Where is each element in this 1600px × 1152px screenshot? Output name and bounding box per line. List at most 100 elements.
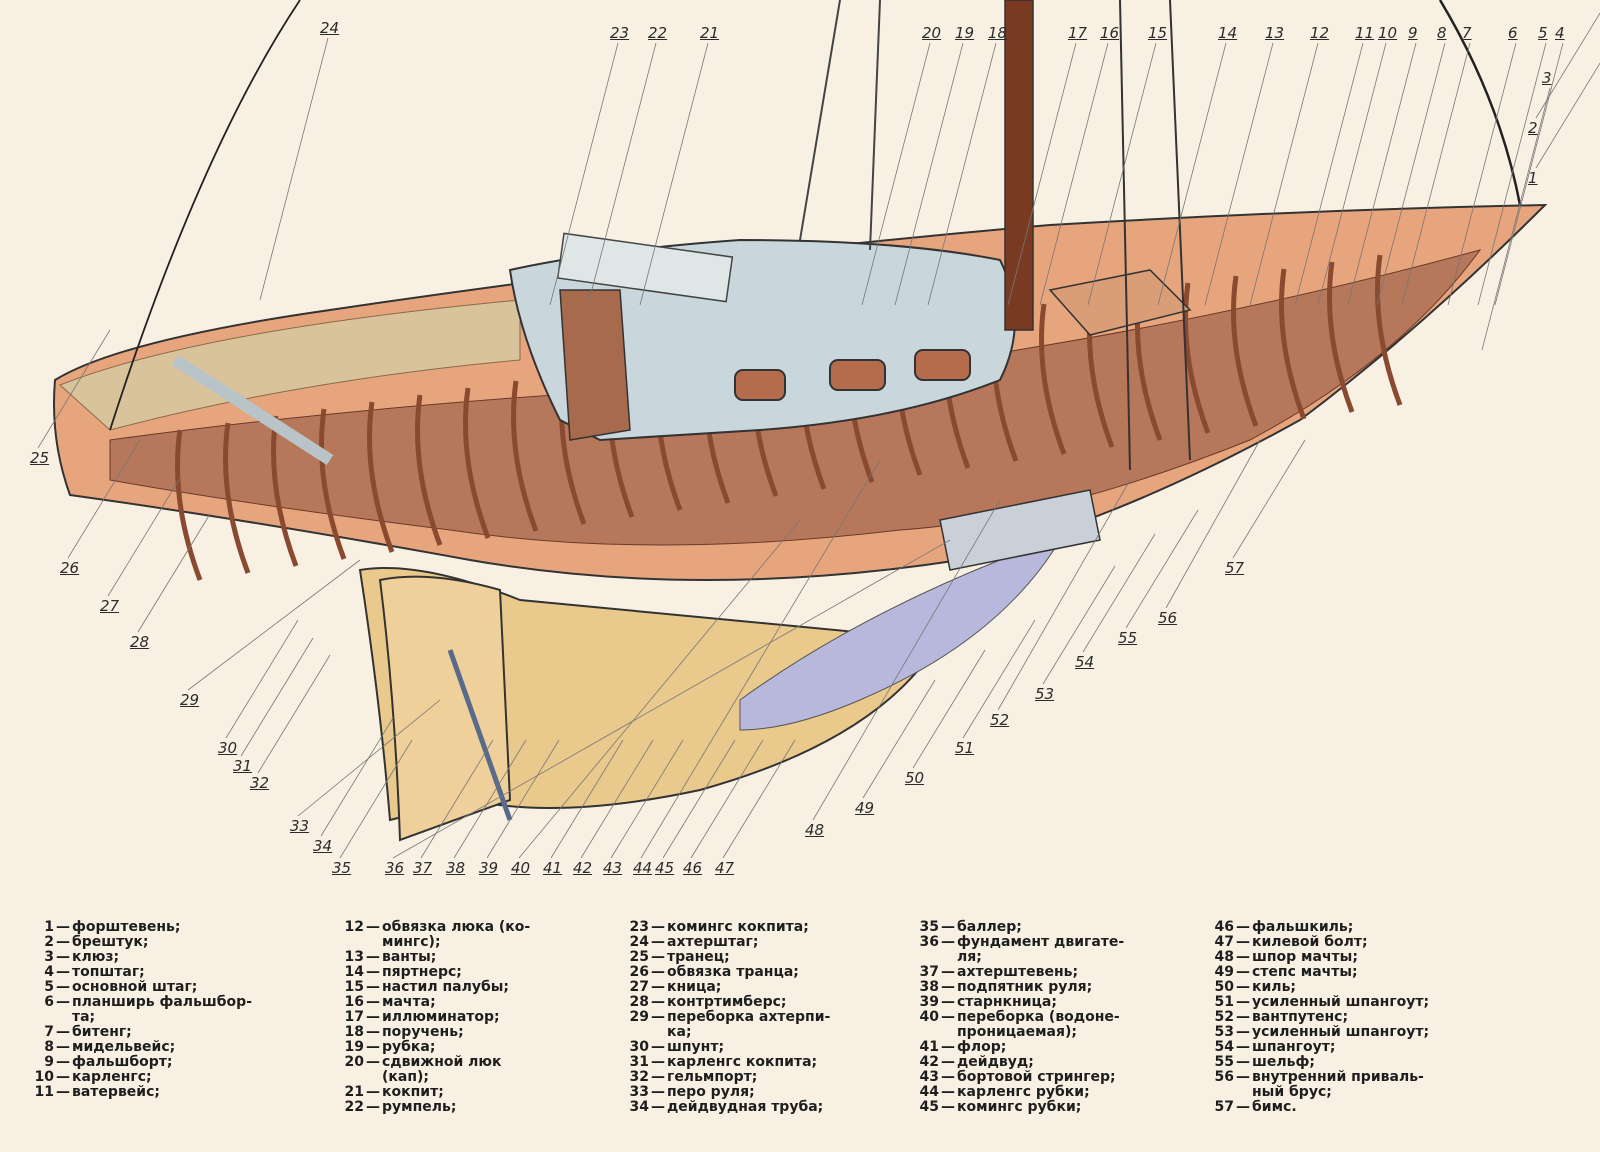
legend-number: 50: [1214, 979, 1234, 995]
legend-dash: —: [941, 1084, 955, 1100]
legend-text: контртимберс;: [667, 994, 787, 1010]
callout-14: 14: [1218, 24, 1238, 42]
legend-number: 10: [34, 1069, 54, 1085]
callout-29: 29: [180, 691, 200, 709]
legend-dash: —: [1236, 1054, 1250, 1070]
legend-entry: 35—баллер;: [905, 920, 1205, 935]
callout-9: 9: [1408, 24, 1418, 42]
legend-number: 6: [44, 994, 54, 1010]
backstay: [109, 0, 301, 431]
callout-52: 52: [990, 711, 1010, 729]
frame: [1279, 268, 1307, 420]
legend-dash: —: [56, 934, 70, 950]
legend-number: 33: [629, 1084, 649, 1100]
leader-line: [1535, 12, 1600, 119]
legend-dash: —: [651, 1039, 665, 1055]
legend-dash: —: [941, 1054, 955, 1070]
shroud-aft: [869, 0, 881, 251]
callout-26: 26: [60, 559, 80, 577]
legend-dash: —: [366, 979, 380, 995]
callout-17: 17: [1068, 24, 1088, 42]
leader-line: [240, 637, 314, 757]
legend-entry: 10—карленгс;: [20, 1070, 320, 1085]
legend-text: настил палубы;: [382, 979, 510, 995]
legend-entry: 48—шпор мачты;: [1200, 950, 1500, 965]
legend-number: 56: [1214, 1069, 1234, 1085]
legend-dash: —: [56, 979, 70, 995]
legend-entry: 32—гельмпорт;: [615, 1070, 915, 1085]
legend-number: 14: [344, 964, 364, 980]
legend-dash: —: [651, 964, 665, 980]
frame: [271, 415, 299, 567]
leader-line: [1347, 42, 1417, 306]
legend-number: 13: [344, 949, 364, 965]
rudder-stock: [447, 649, 513, 821]
legend-number: 17: [344, 1009, 364, 1025]
legend-entry: 33—перо руля;: [615, 1085, 915, 1100]
legend-dash: —: [651, 1009, 665, 1025]
legend-text: шпангоут;: [1252, 1039, 1336, 1055]
leader-line: [257, 654, 331, 774]
legend-entry: 23—комингс кокпита;: [615, 920, 915, 935]
legend-dash: —: [56, 1024, 70, 1040]
callout-57: 57: [1225, 559, 1245, 577]
leader-line: [1294, 42, 1364, 306]
leader-line: [1157, 42, 1227, 306]
legend-text: кокпит;: [382, 1084, 444, 1100]
legend-text: ахтерштевень;: [957, 964, 1079, 980]
leader-line: [549, 42, 619, 306]
leader-line: [1494, 42, 1564, 306]
callout-36: 36: [385, 859, 405, 877]
legend-entry: 8—мидельвейс;: [20, 1040, 320, 1055]
legend-dash: —: [56, 919, 70, 935]
legend-dash: —: [941, 934, 955, 950]
legend-entry: 9—фальшборт;: [20, 1055, 320, 1070]
leader-line: [862, 679, 936, 799]
callout-7: 7: [1462, 24, 1472, 42]
legend-number: 30: [629, 1039, 649, 1055]
legend-text: кница;: [667, 979, 722, 995]
leader-line: [894, 42, 964, 306]
legend-entry: 4—топштаг;: [20, 965, 320, 980]
legend-number: 49: [1214, 964, 1234, 980]
legend-entry: 43—бортовой стрингер;: [905, 1070, 1205, 1085]
callout-39: 39: [479, 859, 499, 877]
legend-text: усиленный шпангоут;: [1252, 1024, 1430, 1040]
callout-16: 16: [1100, 24, 1120, 42]
leader-line: [1481, 87, 1551, 351]
legend-number: 46: [1214, 919, 1234, 935]
callout-28: 28: [130, 633, 150, 651]
legend-text: степс мачты;: [1252, 964, 1358, 980]
legend-entry: 56—внутренний приваль- ный брус;: [1200, 1070, 1500, 1100]
callout-24: 24: [320, 19, 340, 37]
legend-number: 1: [44, 919, 54, 935]
legend-dash: —: [366, 1039, 380, 1055]
frame: [1183, 282, 1211, 434]
legend-entry: 40—переборка (водоне- проницаемая);: [905, 1010, 1205, 1040]
leader-line: [392, 539, 951, 859]
leader-line: [812, 499, 1001, 821]
legend-number: 4: [44, 964, 54, 980]
legend-dash: —: [56, 1039, 70, 1055]
leader-line: [1125, 509, 1199, 629]
legend-entry: 3—клюз;: [20, 950, 320, 965]
forestay: [1438, 0, 1522, 206]
callout-43: 43: [603, 859, 623, 877]
legend-text: сдвижной люк (кап);: [382, 1054, 502, 1085]
legend-entry: 18—поручень;: [330, 1025, 620, 1040]
legend-number: 7: [44, 1024, 54, 1040]
legend-number: 26: [629, 964, 649, 980]
leader-line: [1082, 533, 1156, 653]
legend-number: 24: [629, 934, 649, 950]
leader-line: [225, 619, 299, 739]
legend-dash: —: [651, 979, 665, 995]
legend-entry: 30—шпунт;: [615, 1040, 915, 1055]
legend-entry: 5—основной штаг;: [20, 980, 320, 995]
legend-entry: 50—киль;: [1200, 980, 1500, 995]
legend-text: обвязка люка (ко- мингс);: [382, 919, 531, 950]
legend-text: комингс кокпита;: [667, 919, 809, 935]
legend-number: 25: [629, 949, 649, 965]
leader-line: [518, 519, 801, 859]
frame: [1231, 275, 1259, 427]
ballast-keel: [739, 539, 1062, 731]
